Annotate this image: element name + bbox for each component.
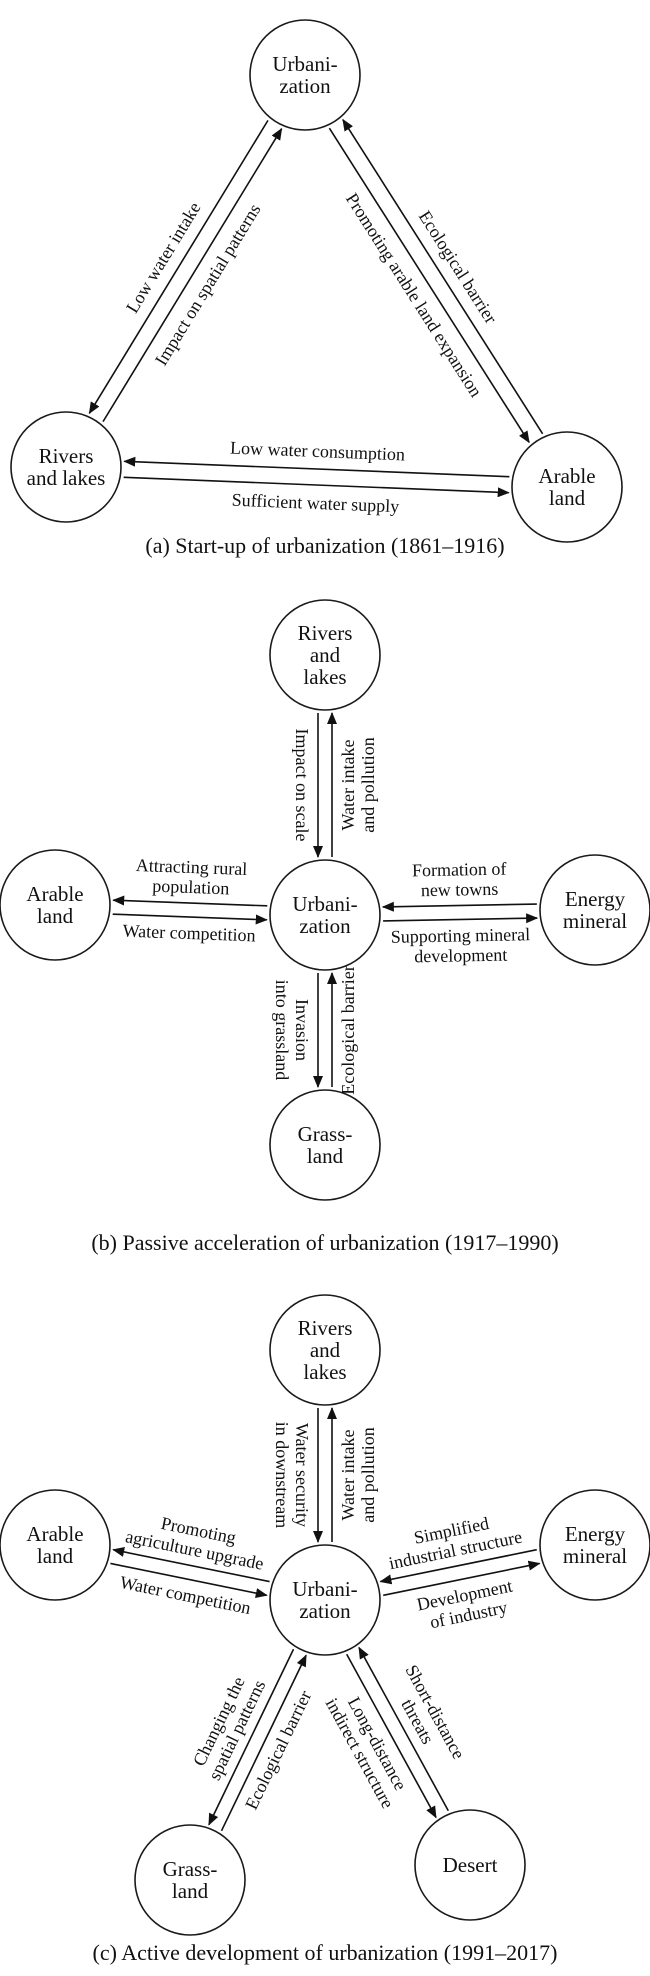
- edge-desert-to-urbanization: [358, 1646, 450, 1812]
- node-label-grass: Grass-land: [163, 1857, 218, 1903]
- edge-label-rivers-to-arable: Sufficient water supply: [231, 490, 399, 517]
- panel-caption: (c) Active development of urbanization (…: [93, 1940, 558, 1965]
- edge-label-urbanization-to-arable: Promotingagriculture upgrade: [124, 1507, 270, 1574]
- panel-caption: (b) Passive acceleration of urbanization…: [91, 1230, 558, 1255]
- edge-urbanization-to-energy: [383, 1560, 541, 1597]
- edge-label-urbanization-to-rivers: Water intakeand pollution: [338, 737, 378, 833]
- node-grass: Grass-land: [134, 1824, 246, 1936]
- node-label-urbanization: Urbani-zation: [272, 52, 337, 98]
- edge-energy-to-urbanization: [381, 901, 537, 912]
- node-urbanization: Urbani-zation: [269, 1544, 381, 1656]
- edge-rivers-to-urbanization: [102, 127, 283, 423]
- edge-urbanization-to-energy: [383, 913, 539, 924]
- edge-label-urbanization-to-energy: Developmentof industry: [415, 1576, 518, 1635]
- edge-urbanization-to-grass: [208, 1648, 295, 1826]
- panel-b: Water intakeand pollution Impact on scale…: [0, 599, 650, 1255]
- node-urbanization: Urbani-zation: [269, 859, 381, 971]
- edge-arable-to-urbanization: [112, 913, 268, 925]
- edge-label-energy-to-urbanization: Simplifiedindustrial structure: [383, 1507, 524, 1573]
- edge-arable-to-urbanization: [342, 118, 544, 435]
- edge-arable-to-urbanization: [110, 1562, 268, 1598]
- edge-urbanization-to-rivers: [88, 119, 269, 415]
- node-desert: Desert: [414, 1809, 526, 1921]
- panel-caption: (a) Start-up of urbanization (1861–1916): [145, 533, 504, 558]
- edge-label-urbanization-to-grass: Invasioninto grassland: [272, 980, 312, 1081]
- edge-urbanization-to-arable: [112, 895, 268, 907]
- node-urbanization: Urbani-zation: [249, 19, 361, 131]
- edge-label-arable-to-rivers: Low water consumption: [230, 438, 406, 465]
- edge-arable-to-rivers: [123, 456, 510, 478]
- edge-label-urbanization-to-energy: Supporting mineraldevelopment: [391, 924, 531, 967]
- node-label-urbanization: Urbani-zation: [292, 1577, 357, 1623]
- edge-label-arable-to-urbanization: Water competition: [122, 921, 256, 946]
- edge-urbanization-to-desert: [345, 1653, 437, 1819]
- node-label-desert: Desert: [443, 1853, 498, 1877]
- node-label-urbanization: Urbani-zation: [292, 892, 357, 938]
- node-grass: Grass-land: [269, 1089, 381, 1201]
- edge-label-grass-to-urbanization: Ecological barrier: [338, 965, 358, 1094]
- edge-label-rivers-to-urbanization: Impact on scale: [292, 729, 312, 842]
- edge-energy-to-urbanization: [379, 1548, 537, 1585]
- edge-label-rivers-to-urbanization: Water securityin downstream: [272, 1422, 312, 1528]
- edge-urbanization-to-arable: [328, 127, 530, 444]
- edge-label-urbanization-to-rivers: Water intakeand pollution: [338, 1427, 378, 1523]
- edge-rivers-to-arable: [123, 476, 510, 498]
- panel-c: Water intakeand pollution Water securityi…: [0, 1294, 650, 1965]
- edge-label-energy-to-urbanization: Formation ofnew towns: [412, 859, 507, 901]
- edge-grass-to-urbanization: [220, 1654, 307, 1832]
- edge-urbanization-to-arable: [112, 1547, 270, 1583]
- node-label-grass: Grass-land: [298, 1122, 353, 1168]
- edge-label-urbanization-to-arable: Attracting ruralpopulation: [135, 855, 248, 899]
